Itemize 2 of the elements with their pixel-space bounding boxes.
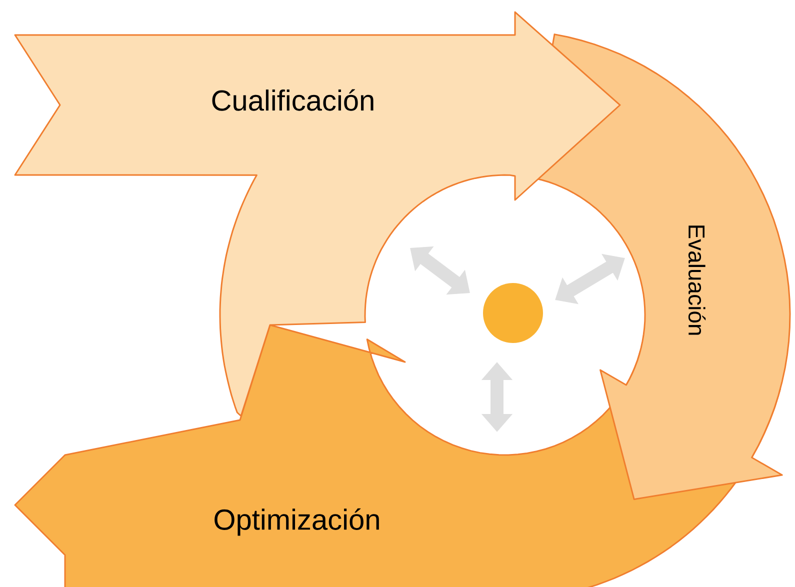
arrow-band: Cualificación xyxy=(14,11,621,417)
arrow-band: Evaluación xyxy=(528,34,791,500)
